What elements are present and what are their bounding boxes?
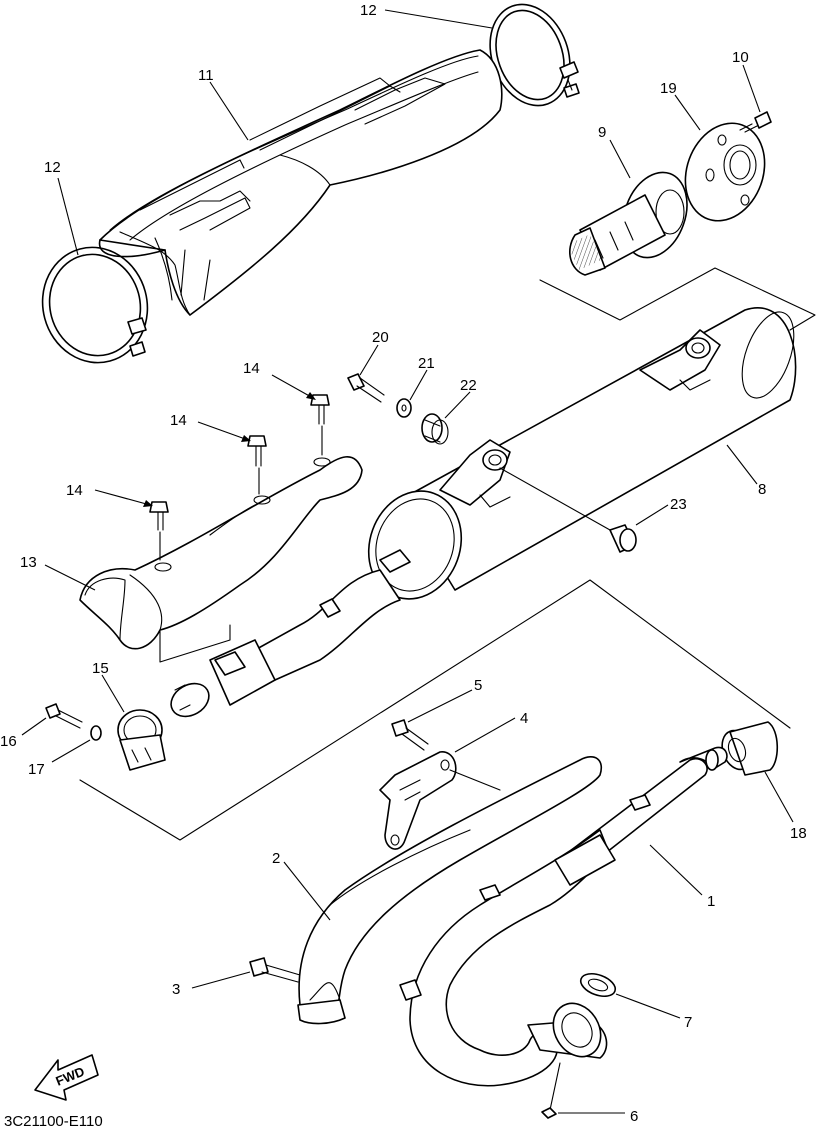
band-top (489, 3, 580, 107)
callout-14-b: 14 (170, 412, 187, 429)
muffler (170, 307, 797, 718)
callout-5: 5 (474, 677, 482, 694)
exhaust-pipe (399, 746, 728, 1111)
damper-22 (421, 413, 449, 445)
assembly-line-arrester (539, 267, 816, 331)
callout-4: 4 (520, 710, 528, 727)
callout-15: 15 (92, 660, 109, 677)
callout-11: 11 (198, 67, 214, 84)
gasket-18 (721, 721, 779, 776)
assembly-line-clamp (79, 579, 791, 841)
bolt-3 (249, 957, 301, 983)
drawing-code: 3C21100-E110 (4, 1113, 103, 1130)
bolt-14-b (247, 435, 267, 495)
fwd-arrow-icon: FWD (34, 1054, 99, 1101)
bolt-5 (391, 719, 429, 751)
spark-arrester (567, 171, 688, 276)
callout-6: 6 (630, 1108, 638, 1125)
callout-23: 23 (670, 496, 687, 513)
callout-2: 2 (272, 850, 280, 867)
protector-2 (297, 756, 602, 1025)
callout-14-c: 14 (243, 360, 260, 377)
callout-22: 22 (460, 377, 477, 394)
nut-6 (541, 1107, 557, 1119)
washer-21 (396, 398, 412, 418)
protector-lower (79, 456, 363, 650)
callout-21: 21 (418, 355, 435, 372)
bolt-20 (347, 373, 385, 403)
callout-19: 19 (660, 80, 677, 97)
bolt-14-a (149, 501, 169, 561)
callout-8: 8 (758, 481, 766, 498)
callout-13: 13 (20, 554, 37, 571)
callout-18: 18 (790, 825, 807, 842)
bracket-4 (379, 751, 501, 850)
callout-7: 7 (684, 1014, 692, 1031)
assembly-line-protector (159, 624, 231, 663)
callout-10: 10 (732, 49, 749, 66)
callout-3: 3 (172, 981, 180, 998)
end-cap (684, 122, 766, 222)
callout-17: 17 (28, 761, 45, 778)
callout-9: 9 (598, 124, 606, 141)
screw-end-cap (739, 111, 772, 133)
bolt-14-c (310, 394, 330, 456)
callout-16: 16 (0, 733, 17, 750)
washer-17 (90, 725, 102, 741)
callout-1: 1 (707, 893, 715, 910)
clamp-15 (117, 709, 166, 771)
callout-20: 20 (372, 329, 389, 346)
callout-14-a: 14 (66, 482, 83, 499)
gasket-7 (579, 972, 617, 998)
callout-12-left: 12 (44, 159, 61, 176)
bolt-16 (45, 703, 83, 729)
callout-12-top: 12 (360, 2, 377, 19)
protector-upper (98, 49, 503, 316)
band-left (41, 246, 149, 364)
collar-23 (499, 467, 637, 553)
